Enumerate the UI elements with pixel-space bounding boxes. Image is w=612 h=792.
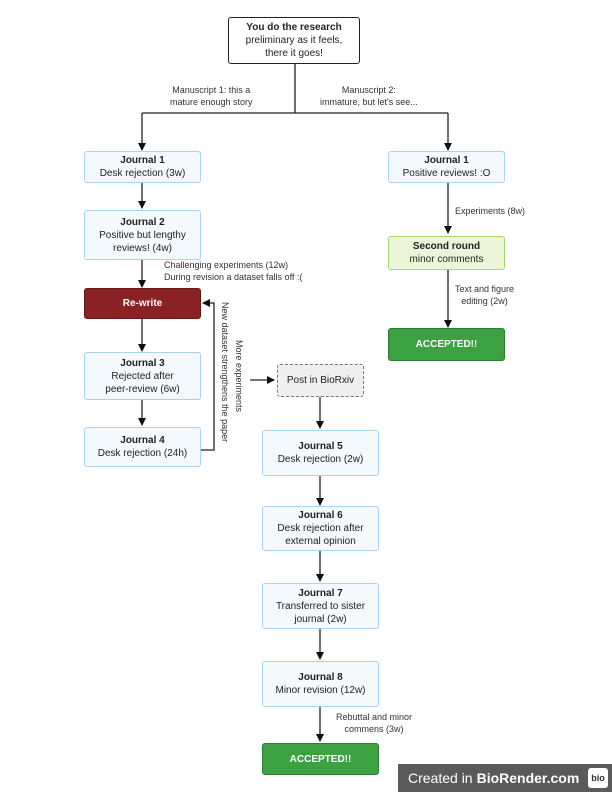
right-j1-text: Positive reviews! :O (402, 168, 491, 179)
experiments-note: Experiments (8w) (455, 206, 526, 216)
left-j4-text: Desk rejection (24h) (97, 448, 188, 459)
start-line1: preliminary as it feels, (245, 35, 343, 46)
manuscript2-line2: immature, but let's see... (320, 97, 418, 107)
journal-8: Journal 8 Minor revision (12w) (262, 661, 379, 707)
challenging-note: Challenging experiments (12w) During rev… (164, 259, 302, 283)
biorxiv-label: Post in BioRxiv (286, 375, 355, 386)
biorender-badge[interactable]: Created in BioRender.com bio (398, 764, 612, 792)
second-round-box: Second round minor comments (388, 236, 505, 270)
start-line2: there it goes! (265, 48, 323, 59)
left-j3-text1: Rejected after (111, 370, 174, 382)
manuscript1-line1: Manuscript 1: this a (172, 85, 251, 95)
rebuttal-note: Rebuttal and minor commens (3w) (336, 711, 412, 735)
rewrite-label: Re-write (122, 298, 163, 309)
accepted-box-middle: ACCEPTED!! (262, 743, 379, 775)
journal-7: Journal 7 Transferred to sister journal … (262, 583, 379, 629)
manuscript2-label: Manuscript 2: immature, but let's see... (320, 84, 418, 108)
left-j3-text2: peer-review (6w) (105, 383, 180, 395)
more-experiments-note: More experiments (234, 340, 244, 413)
manuscript2-line1: Manuscript 2: (341, 85, 396, 95)
rebuttal-line1: Rebuttal and minor (336, 712, 413, 722)
new-dataset-note: New dataset strengthens the paper (220, 302, 230, 443)
left-journal-2: Journal 2 Positive but lengthy reviews! … (84, 210, 201, 260)
start-box: You do the research preliminary as it fe… (228, 17, 360, 64)
text-editing-note: Text and figure editing (2w) (455, 283, 514, 307)
left-journal-3: Journal 3 Rejected after peer-review (6w… (84, 352, 201, 400)
manuscript1-line2: mature enough story (170, 97, 253, 107)
j8-text: Minor revision (12w) (275, 685, 366, 696)
j6-title: Journal 6 (298, 510, 343, 521)
challenging-line1: Challenging experiments (12w) (164, 260, 289, 270)
accepted-label-middle: ACCEPTED!! (289, 753, 352, 765)
left-j2-text1: Positive but lengthy (99, 229, 186, 241)
j7-text2: journal (2w) (294, 613, 347, 625)
journal-6: Journal 6 Desk rejection after external … (262, 506, 379, 551)
left-j2-title: Journal 2 (120, 216, 165, 228)
challenging-line2: During revision a dataset falls off :( (164, 272, 303, 282)
biorender-logo-icon: bio (588, 768, 608, 788)
right-journal-1: Journal 1 Positive reviews! :O (388, 151, 505, 183)
left-j2-text2: reviews! (4w) (113, 242, 172, 254)
j7-title: Journal 7 (298, 587, 343, 599)
j6-text1: Desk rejection after (277, 523, 364, 534)
accepted-label-right: ACCEPTED!! (415, 339, 478, 350)
left-journal-1: Journal 1 Desk rejection (3w) (84, 151, 201, 183)
text-editing-line2: editing (2w) (461, 296, 508, 306)
arrow-j4-rewrite (201, 299, 215, 451)
left-j4-title: Journal 4 (120, 435, 165, 446)
biorxiv-box: Post in BioRxiv (277, 364, 364, 397)
accepted-box-right: ACCEPTED!! (388, 328, 505, 361)
rewrite-box: Re-write (84, 288, 201, 319)
left-j3-title: Journal 3 (120, 357, 165, 369)
right-j1-title: Journal 1 (424, 155, 469, 166)
second-round-text: minor comments (409, 254, 484, 265)
left-j1-title: Journal 1 (120, 155, 165, 166)
rebuttal-line2: commens (3w) (344, 724, 404, 734)
manuscript1-label: Manuscript 1: this a mature enough story (170, 84, 253, 108)
journal-5: Journal 5 Desk rejection (2w) (262, 430, 379, 476)
j6-text2: external opinion (285, 536, 356, 547)
brand-text: BioRender.com (476, 770, 580, 786)
left-journal-4: Journal 4 Desk rejection (24h) (84, 427, 201, 467)
second-round-title: Second round (412, 241, 481, 252)
j5-text: Desk rejection (2w) (277, 454, 364, 465)
text-editing-line1: Text and figure (455, 284, 515, 294)
start-title: You do the research (246, 22, 342, 33)
j5-title: Journal 5 (298, 441, 343, 452)
left-j1-text: Desk rejection (3w) (99, 168, 186, 179)
j7-text1: Transferred to sister (275, 600, 366, 612)
j8-title: Journal 8 (298, 672, 343, 683)
created-in-text: Created in (408, 770, 473, 786)
